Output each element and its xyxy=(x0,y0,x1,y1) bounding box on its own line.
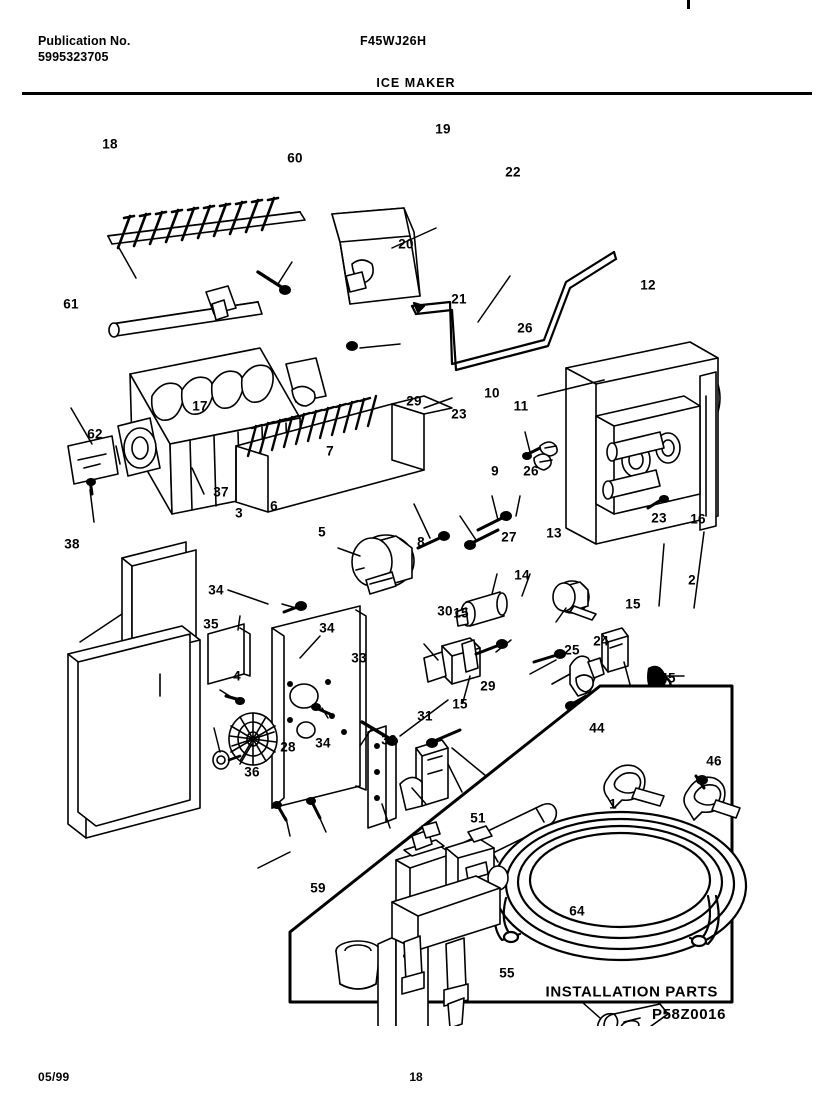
publication-label: Publication No. xyxy=(38,34,131,48)
switch-assembly-8-27 xyxy=(423,637,508,685)
callout-number-23: 23 xyxy=(651,510,667,526)
callout-number-13: 13 xyxy=(546,525,562,541)
callout-number-34: 34 xyxy=(315,735,331,751)
callout-number-60: 60 xyxy=(287,150,303,166)
switch-right-15 xyxy=(601,627,629,673)
shim-plate-3 xyxy=(207,623,251,685)
callout-number-25: 25 xyxy=(564,642,580,658)
callout-number-26: 26 xyxy=(523,463,539,479)
wire-clips-26-11 xyxy=(522,441,558,471)
callout-number-36: 36 xyxy=(244,764,260,780)
water-line-coil-1 xyxy=(492,810,748,962)
ice-container-21 xyxy=(235,341,453,513)
callout-number-23: 23 xyxy=(451,406,467,422)
drive-gear-4 xyxy=(228,712,278,766)
callout-number-20: 20 xyxy=(398,236,414,252)
fill-tube-22 xyxy=(410,250,618,372)
callout-number-34: 34 xyxy=(208,582,224,598)
callout-number-28: 28 xyxy=(280,739,296,755)
callout-number-15: 15 xyxy=(625,596,641,612)
callout-number-33: 33 xyxy=(351,650,367,666)
small-motor-13 xyxy=(552,580,597,621)
callout-number-4: 4 xyxy=(233,668,241,684)
ice-mold-body xyxy=(67,347,327,515)
callout-number-55: 55 xyxy=(499,965,515,981)
callout-number-18: 18 xyxy=(102,136,118,152)
callout-number-62: 62 xyxy=(87,426,103,442)
callout-number-27: 27 xyxy=(501,529,517,545)
switch-31 xyxy=(360,720,462,811)
callout-number-29: 29 xyxy=(480,678,496,694)
callout-number-29: 29 xyxy=(406,393,422,409)
callout-number-6: 6 xyxy=(270,498,278,514)
callout-number-35: 35 xyxy=(203,616,219,632)
callout-number-38: 38 xyxy=(64,536,80,552)
callout-number-3: 3 xyxy=(235,505,243,521)
callout-number-44: 44 xyxy=(589,720,605,736)
ejector-blade-assembly xyxy=(107,196,306,338)
installation-parts-title: INSTALLATION PARTS xyxy=(545,983,718,1001)
callout-number-11: 11 xyxy=(513,398,529,414)
callout-number-15: 15 xyxy=(452,696,468,712)
callout-number-1: 1 xyxy=(609,796,617,812)
lever-linkage-24 xyxy=(532,649,605,711)
page-number: 18 xyxy=(409,1070,423,1084)
exploded-parts-drawing xyxy=(0,96,832,1026)
callout-number-34: 34 xyxy=(319,620,335,636)
saddle-strap-64 xyxy=(596,1003,669,1026)
section-title: ICE MAKER xyxy=(376,76,456,90)
control-housing-16 xyxy=(537,341,719,545)
callout-number-7: 7 xyxy=(326,443,334,459)
screws-upper xyxy=(416,511,512,550)
callout-number-30: 30 xyxy=(437,603,453,619)
callout-number-46: 46 xyxy=(706,753,722,769)
callout-number-8: 8 xyxy=(417,534,425,550)
callout-number-21: 21 xyxy=(451,291,467,307)
mounting-plate-5 xyxy=(212,601,367,822)
water-fill-cup-19 xyxy=(331,207,421,305)
registration-tick-mark xyxy=(687,0,690,9)
mounting-screw-60 xyxy=(256,270,291,295)
publication-block: Publication No. 5995323705 xyxy=(38,33,130,65)
callout-number-2: 2 xyxy=(688,572,696,588)
callout-number-12: 12 xyxy=(640,277,656,293)
callout-number-51: 51 xyxy=(470,810,486,826)
header-divider xyxy=(22,92,812,95)
callout-number-5: 5 xyxy=(318,524,326,540)
grommet-59 xyxy=(335,940,381,990)
callout-number-19: 19 xyxy=(435,121,451,137)
callout-number-24: 24 xyxy=(593,633,609,649)
diagram-code: P58Z0016 xyxy=(652,1006,727,1023)
ice-maker-motor-7 xyxy=(351,534,415,595)
solenoid-9 xyxy=(455,591,508,627)
callout-number-61: 61 xyxy=(63,296,79,312)
revision-date: 05/99 xyxy=(38,1070,70,1084)
publication-number: 5995323705 xyxy=(38,50,109,64)
callout-number-14: 14 xyxy=(514,567,530,583)
insulation-panels xyxy=(67,541,201,839)
bracket-33 xyxy=(367,725,397,829)
callout-number-45: 45 xyxy=(660,670,676,686)
clamps-44-45-46 xyxy=(603,764,741,821)
callout-number-31: 31 xyxy=(417,708,433,724)
callout-number-59: 59 xyxy=(310,880,326,896)
callout-number-22: 22 xyxy=(505,164,521,180)
water-valve-55 xyxy=(377,821,509,1026)
callout-number-32: 32 xyxy=(381,732,397,748)
callout-number-16: 16 xyxy=(690,511,706,527)
callout-number-26: 26 xyxy=(517,320,533,336)
callout-number-15: 15 xyxy=(453,605,469,621)
callout-number-37: 37 xyxy=(213,484,229,500)
callout-number-9: 9 xyxy=(491,463,499,479)
callout-number-10: 10 xyxy=(484,385,500,401)
callout-number-64: 64 xyxy=(569,903,585,919)
callout-number-17: 17 xyxy=(192,398,208,414)
model-number: F45WJ26H xyxy=(360,34,427,48)
